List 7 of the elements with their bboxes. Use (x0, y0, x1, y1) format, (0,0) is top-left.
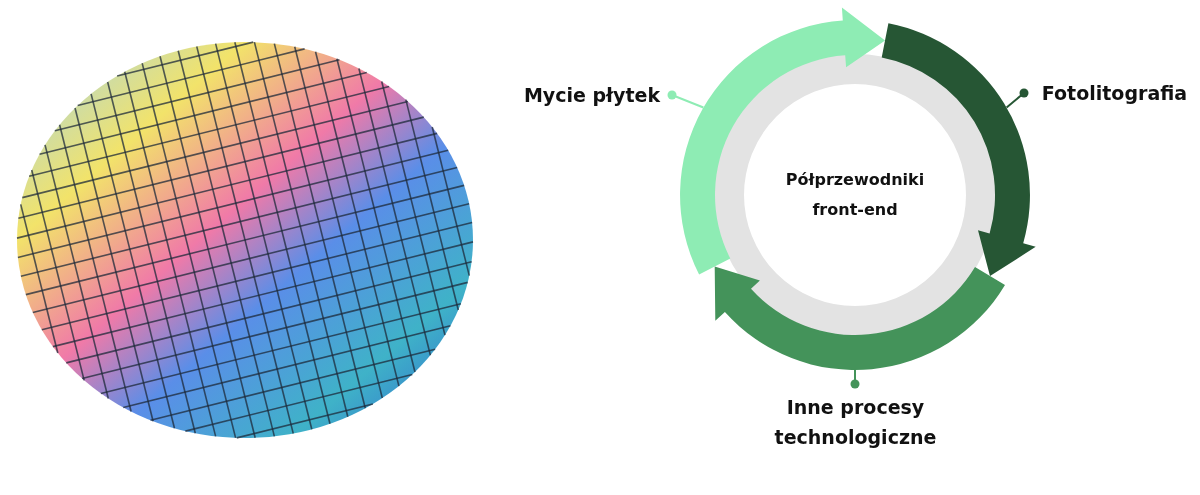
leader-line (850, 369, 860, 389)
leader-line (1005, 88, 1029, 109)
stage-label: Fotolitografia (1032, 78, 1197, 108)
leader-line (667, 90, 705, 109)
cycle-arrow-arc (714, 266, 1005, 370)
stage-label: Mycie płytek (512, 80, 672, 110)
stage-label: Inne procesy technologiczne (748, 392, 963, 452)
